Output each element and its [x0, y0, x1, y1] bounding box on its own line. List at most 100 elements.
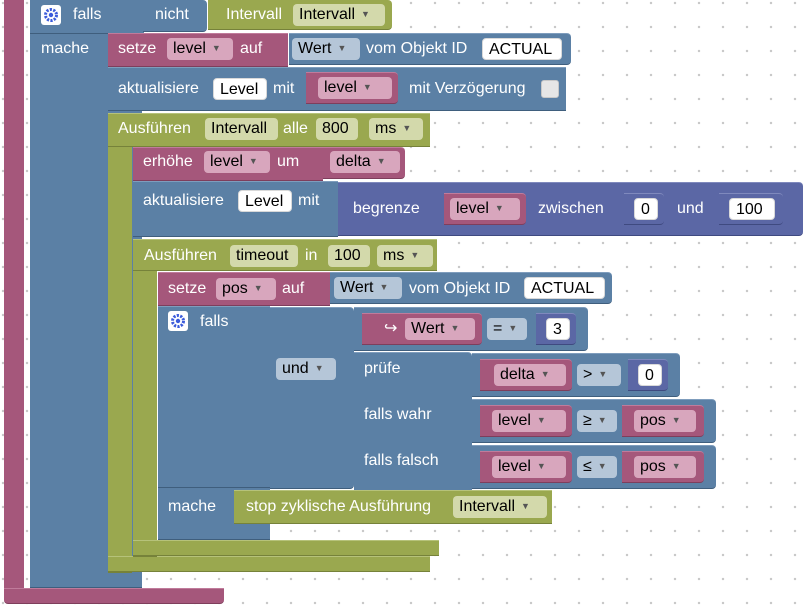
dropdown-value: Intervall — [459, 498, 516, 515]
if-true-label: falls wahr — [364, 406, 432, 423]
chevron-down-icon: ▼ — [410, 250, 420, 260]
timeout-name-field[interactable]: timeout — [230, 245, 298, 267]
chevron-down-icon: ▼ — [379, 282, 389, 292]
if-block-inner-header[interactable] — [158, 306, 270, 488]
level-variable-dropdown[interactable]: level▼ — [318, 77, 392, 99]
gear-icon[interactable] — [41, 5, 61, 25]
to-label: auf — [240, 40, 263, 57]
equals-number-field[interactable]: 3 — [546, 318, 570, 340]
dropdown-value: ≤ — [583, 458, 592, 475]
object-id-label-2: vom Objekt ID — [409, 280, 511, 297]
chevron-down-icon: ▼ — [521, 501, 530, 511]
object-id-label: vom Objekt ID — [366, 40, 468, 57]
timeout-ms-field[interactable]: 100 — [328, 245, 370, 267]
timeout-block-column[interactable] — [133, 239, 157, 557]
chevron-down-icon: ▼ — [314, 363, 324, 373]
interval-variable-label: Intervall — [226, 6, 283, 23]
object-id-field[interactable]: ACTUAL — [482, 38, 562, 60]
ge-pos-dropdown[interactable]: pos ▼ — [634, 410, 696, 432]
dropdown-value: level — [324, 79, 357, 96]
update-level-block-2[interactable] — [133, 181, 338, 237]
dropdown-value: ms — [383, 247, 405, 264]
value-dropdown[interactable]: Wert▼ — [292, 38, 360, 60]
min-number-field[interactable]: 0 — [634, 198, 658, 220]
dropdown-value: level — [498, 458, 531, 475]
procedure-block-frame[interactable] — [4, 0, 24, 600]
chevron-down-icon: ▼ — [597, 415, 607, 425]
chevron-down-icon: ▼ — [376, 156, 386, 166]
chevron-down-icon: ▼ — [494, 203, 504, 213]
object-id-field-2[interactable]: ACTUAL — [524, 277, 605, 299]
greater-operator-dropdown[interactable]: >▼ — [577, 364, 621, 386]
increase-label: erhöhe — [143, 153, 193, 170]
gear-icon[interactable] — [168, 311, 188, 331]
set-label: setze — [118, 40, 157, 57]
chevron-down-icon: ▼ — [536, 415, 546, 425]
and-block[interactable] — [270, 307, 354, 489]
to-label-2: auf — [282, 280, 305, 297]
interval-block-footer[interactable] — [108, 556, 430, 572]
interval-name-field[interactable]: Intervall — [205, 118, 278, 140]
update-object-field-2[interactable]: Level — [238, 190, 292, 212]
check-label: prüfe — [364, 360, 401, 377]
previous-value-dropdown[interactable]: Wert▼ — [405, 318, 475, 340]
dropdown-value: delta — [500, 366, 535, 383]
ternary-block[interactable] — [354, 352, 472, 494]
le-pos-dropdown[interactable]: pos▼ — [634, 456, 696, 478]
stop-label: stop zyklische Ausführung — [246, 498, 431, 515]
with-label-2: mit — [298, 192, 320, 209]
dropdown-value: Intervall — [299, 6, 356, 23]
interval-unit-dropdown[interactable]: ms▼ — [369, 118, 423, 140]
dropdown-value: delta — [336, 153, 371, 170]
dropdown-value: level — [210, 153, 243, 170]
dropdown-value: level — [173, 40, 206, 57]
increment-variable-dropdown[interactable]: level▼ — [204, 151, 270, 173]
constrain-label: begrenze — [353, 200, 420, 217]
with-label: mit — [273, 80, 295, 97]
chevron-down-icon: ▼ — [540, 369, 550, 379]
chevron-down-icon: ▼ — [671, 415, 681, 425]
timeout-block-footer[interactable] — [133, 540, 439, 556]
max-number-field[interactable]: 100 — [729, 198, 775, 220]
procedure-block-bottom[interactable] — [4, 588, 224, 604]
ge-level-dropdown[interactable]: level▼ — [492, 410, 566, 432]
with-delay-label: mit Verzögerung — [409, 80, 526, 97]
not-block[interactable] — [143, 0, 207, 32]
equals-operator-dropdown[interactable]: =▼ — [487, 318, 527, 340]
delta-variable-dropdown[interactable]: delta ▼ — [330, 151, 400, 173]
interval-ms-field[interactable]: 800 — [316, 118, 358, 140]
chevron-down-icon: ▼ — [450, 323, 460, 333]
if-label-2: falls — [200, 313, 229, 330]
chevron-down-icon: ▼ — [597, 461, 607, 471]
stop-interval-dropdown[interactable]: Intervall ▼ — [453, 496, 547, 518]
not-label: nicht — [155, 6, 189, 23]
if-false-label: falls falsch — [364, 452, 439, 469]
chevron-down-icon: ▼ — [337, 43, 347, 53]
dropdown-value: ms — [375, 120, 397, 137]
le-level-dropdown[interactable]: level▼ — [492, 456, 566, 478]
by-label: um — [277, 153, 300, 170]
dropdown-value: ≥ — [583, 412, 592, 429]
and-label: und — [677, 200, 704, 217]
set-pos-variable-dropdown[interactable]: pos ▼ — [216, 278, 276, 300]
execute-label-2: Ausführen — [144, 247, 217, 264]
dropdown-value: pos — [640, 458, 666, 475]
set-level-variable-dropdown[interactable]: level▼ — [167, 38, 233, 60]
and-operator-dropdown[interactable]: und▼ — [276, 358, 336, 380]
compare-delta-dropdown[interactable]: delta ▼ — [494, 364, 566, 386]
interval-variable-dropdown[interactable]: Intervall▼ — [293, 4, 385, 26]
update-object-field[interactable]: Level — [213, 78, 267, 100]
greater-number-field[interactable]: 0 — [638, 364, 662, 386]
le-operator-dropdown[interactable]: ≤▼ — [577, 456, 617, 478]
delay-checkbox[interactable] — [541, 80, 559, 98]
dropdown-value: Wert — [340, 279, 374, 296]
dropdown-value: pos — [222, 280, 248, 297]
constrain-level-dropdown[interactable]: level▼ — [450, 198, 520, 220]
dropdown-value: = — [493, 320, 503, 337]
timeout-unit-dropdown[interactable]: ms ▼ — [377, 245, 433, 267]
dropdown-value: pos — [640, 412, 666, 429]
interval-block-column[interactable] — [108, 113, 132, 573]
value-dropdown-2[interactable]: Wert ▼ — [334, 277, 402, 299]
ge-operator-dropdown[interactable]: ≥▼ — [577, 410, 617, 432]
chevron-down-icon: ▼ — [253, 283, 263, 293]
